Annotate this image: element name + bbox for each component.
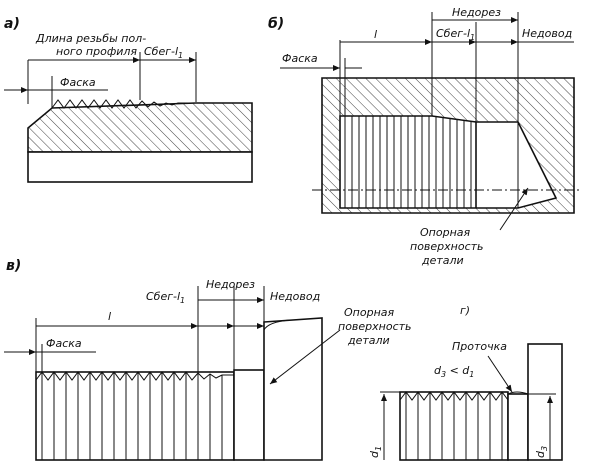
panel-a-shaft — [27, 151, 253, 183]
panel-g-letter: г) — [460, 304, 470, 317]
panel-g-groove-leader — [487, 355, 513, 393]
panel-b-undercut-label: Недорез — [452, 6, 501, 19]
panel-v-head-fillet — [263, 319, 291, 331]
panel-v-length-label: l — [108, 310, 111, 323]
panel-a-thread-profile — [51, 99, 196, 109]
panel-b-surface-leader — [499, 187, 529, 231]
panel-v-chamfer-label: Фаска — [46, 337, 82, 350]
panel-v-bolt — [35, 371, 235, 461]
panel-g-groove — [507, 393, 529, 461]
panel-g-thread-lines — [405, 392, 503, 460]
panel-g-d1-label: d1 — [368, 446, 383, 458]
panel-v-thread-lines — [41, 372, 223, 460]
panel-v-surface-label-3: детали — [347, 334, 390, 347]
panel-a: а) Длина резьбы пол- ного профиля Сбег-l… — [4, 16, 253, 183]
panel-v-incomplete-label: Недовод — [270, 290, 320, 303]
panel-v-neck — [233, 369, 265, 461]
panel-b-length-label: l — [374, 28, 377, 41]
panel-a-runout-label: Сбег-l1 — [144, 45, 183, 60]
panel-g-groove-label: Проточка — [452, 340, 507, 353]
panel-b-surface-label-2: поверхность — [410, 240, 484, 253]
panel-b-chamfer-label: Фаска — [282, 52, 318, 65]
panel-g-relation-label: d3 < d1 — [434, 364, 474, 379]
panel-a-thread-section — [27, 102, 253, 153]
panel-g-groove-fillet — [507, 391, 529, 395]
panel-g-d3-label: d3 — [534, 446, 549, 458]
panel-v-thread-profile — [35, 371, 234, 381]
panel-v-runout-label: Сбег-l1 — [146, 290, 185, 305]
panel-g: г) Проточка d3 < d1 d1 d3 — [368, 304, 563, 461]
panel-a-chamfer-label: Фаска — [60, 76, 96, 89]
panel-b-surface-label-1: Опорная — [420, 226, 470, 239]
panel-a-full-label-2: ного профиля — [56, 45, 137, 58]
panel-v: в) — [4, 258, 412, 461]
panel-v-surface-leader — [269, 329, 341, 385]
panel-v-letter: в) — [6, 258, 21, 274]
panel-b-thread-lines — [344, 116, 472, 208]
panel-b-surface-label-3: детали — [421, 254, 464, 267]
panel-b-runout-label: Сбег-l1 — [436, 27, 475, 42]
panel-a-full-label-1: Длина резьбы пол- — [35, 32, 146, 45]
panel-v-head — [263, 317, 323, 461]
panel-b-incomplete-label: Недовод — [522, 27, 572, 40]
panel-a-letter: а) — [4, 16, 20, 32]
panel-g-shoulder — [527, 343, 563, 461]
panel-b: б) — [268, 6, 580, 267]
panel-b-letter: б) — [268, 16, 284, 32]
panel-v-surface-label-1: Опорная — [344, 306, 394, 319]
panel-v-undercut-label: Недорез — [206, 278, 255, 291]
panel-v-surface-label-2: поверхность — [338, 320, 412, 333]
